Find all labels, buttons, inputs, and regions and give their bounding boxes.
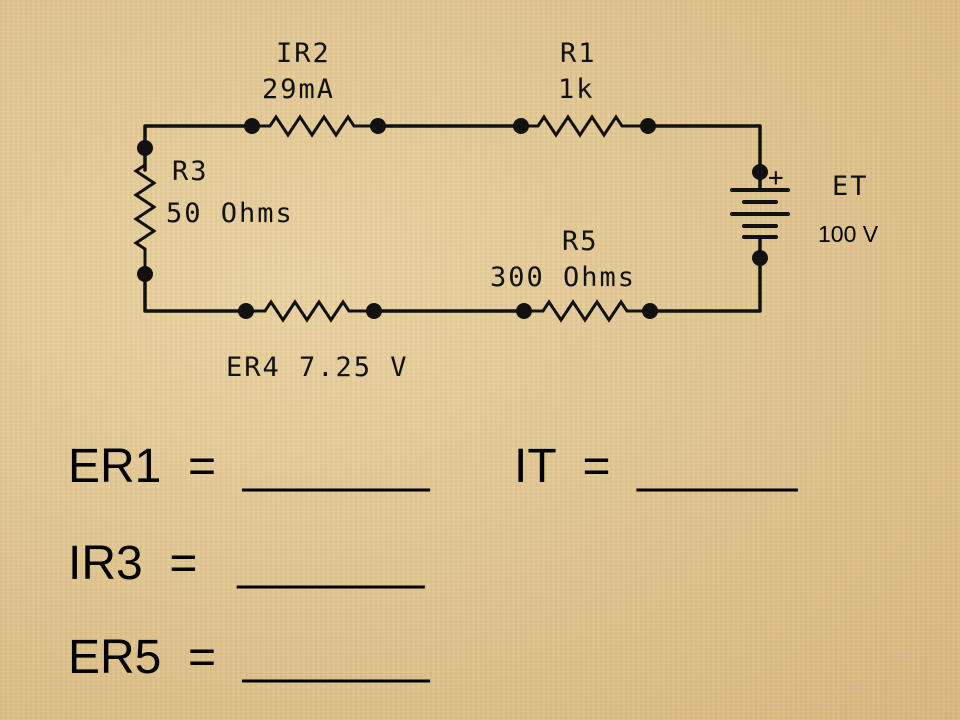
terminal-dots [137,118,768,319]
label-r1-name: R1 [560,38,597,69]
question-it: IT = ______ [514,440,798,493]
label-et-name: ET [832,171,869,202]
label-r5-name: R5 [562,226,599,257]
wires [143,124,762,313]
question-ir3: IR3 = _______ [68,537,425,590]
resistor-ir2 [252,114,378,138]
resistor-r4 [246,299,374,323]
label-r3-name: R3 [172,156,209,187]
battery-plus-sign: + [768,163,784,193]
label-ir2-value: 29mA [262,74,335,105]
resistor-r1 [521,114,648,138]
label-ir2-name: IR2 [276,38,331,69]
label-et-value: 100 V [818,221,879,247]
question-er5: ER5 = _______ [68,631,430,684]
wire-bottom-left [143,272,248,313]
resistor-r5 [524,299,650,323]
label-er4: ER4 7.25 V [226,352,409,383]
label-r5-value: 300 Ohms [490,262,636,293]
resistor-r3 [133,148,157,274]
question-er1: ER1 = _______ [68,440,430,493]
wire-bottom-right [648,256,762,313]
wire-top-right [646,124,762,174]
label-r3-value: 50 Ohms [166,198,294,229]
label-r1-value: 1k [558,74,595,105]
